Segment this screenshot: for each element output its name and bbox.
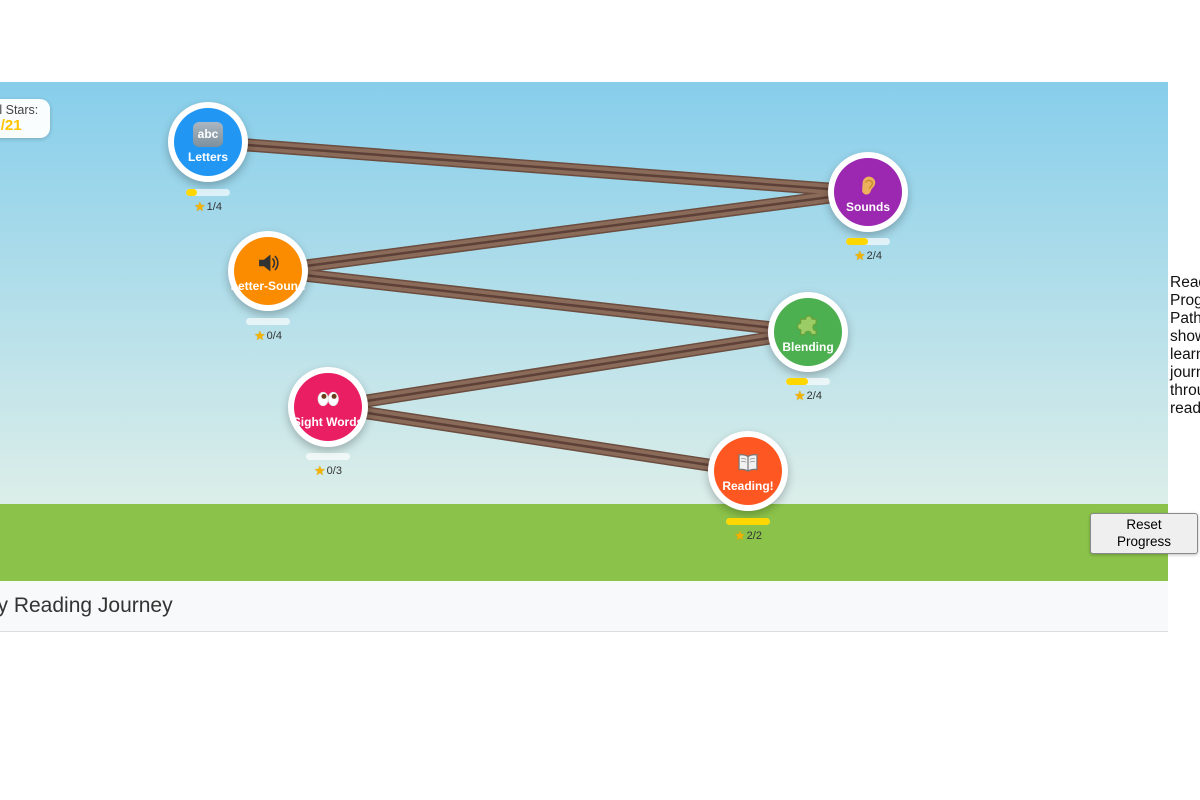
total-stars-label: Total Stars: <box>0 103 39 117</box>
progress-bar <box>726 518 770 525</box>
total-stars-value: 7/21 <box>0 117 22 134</box>
reset-progress-button[interactable]: Reset Progress <box>1090 513 1198 554</box>
milestone-blending-circle: Blending <box>774 298 842 366</box>
milestone-letters-circle: abc Letters <box>174 108 242 176</box>
milestone-blending-progress: ★2/4 <box>758 378 858 404</box>
milestone-sounds-progress: ★2/4 <box>818 238 918 264</box>
page-title: My Reading Journey <box>0 594 173 617</box>
milestone-sounds-circle: Sounds <box>834 158 902 226</box>
milestone-label: Blending <box>782 339 834 354</box>
star-icon: ★ <box>254 329 266 344</box>
milestone-letters[interactable]: abc Letters <box>168 102 248 182</box>
star-icon: ★ <box>314 464 326 479</box>
puzzle-icon <box>793 311 823 338</box>
milestone-label: Sight Words <box>292 414 364 429</box>
total-stars-badge: Total Stars: 7/21 <box>0 99 50 138</box>
star-icon: ★ <box>194 200 206 215</box>
milestone-reading-progress: ★2/2 <box>698 518 798 544</box>
milestone-label: Letters <box>187 149 228 164</box>
progress-bar <box>306 453 350 460</box>
progress-bar-fill <box>786 378 808 385</box>
progress-bar <box>186 189 230 196</box>
milestone-sight-words[interactable]: Sight Words <box>288 367 368 447</box>
star-count: ★0/3 <box>314 464 342 479</box>
milestone-reading-circle: Reading! <box>714 437 782 505</box>
progress-bar-fill <box>726 518 770 525</box>
star-count: ★2/2 <box>734 529 762 544</box>
progress-bar-fill <box>846 238 868 245</box>
speaker-icon <box>253 250 283 277</box>
progress-bar-fill <box>186 189 197 196</box>
milestone-sight-words-circle: Sight Words <box>292 373 364 441</box>
milestone-letter-sound-progress: ★0/4 <box>218 318 318 344</box>
grass-strip <box>0 504 1168 581</box>
milestone-reading[interactable]: Reading! <box>708 431 788 511</box>
progress-bar <box>786 378 830 385</box>
star-count: ★0/4 <box>254 329 282 344</box>
star-icon: ★ <box>794 389 806 404</box>
milestone-letters-progress: ★1/4 <box>158 189 258 215</box>
star-icon: ★ <box>854 249 866 264</box>
milestone-label: Letter-Sound <box>230 278 306 293</box>
milestone-letter-sound-circle: Letter-Sound <box>231 237 305 305</box>
progress-bar <box>846 238 890 245</box>
eyes-icon <box>313 386 343 413</box>
milestone-sight-words-progress: ★0/3 <box>278 453 378 479</box>
milestone-sounds[interactable]: Sounds <box>828 152 908 232</box>
abc-icon: abc <box>193 121 223 148</box>
milestone-label: Reading! <box>722 478 774 493</box>
milestone-label: Sounds <box>846 199 890 214</box>
star-count: ★1/4 <box>194 200 222 215</box>
book-icon <box>733 450 763 477</box>
star-icon: ★ <box>734 529 746 544</box>
progress-bar <box>246 318 290 325</box>
ear-icon <box>853 171 883 198</box>
page-description: Reading Progress Path showing learning j… <box>1170 274 1200 417</box>
title-bar: My Reading Journey <box>0 581 1168 632</box>
milestone-letter-sound[interactable]: Letter-Sound <box>228 231 308 311</box>
star-count: ★2/4 <box>794 389 822 404</box>
milestone-blending[interactable]: Blending <box>768 292 848 372</box>
star-count: ★2/4 <box>854 249 882 264</box>
